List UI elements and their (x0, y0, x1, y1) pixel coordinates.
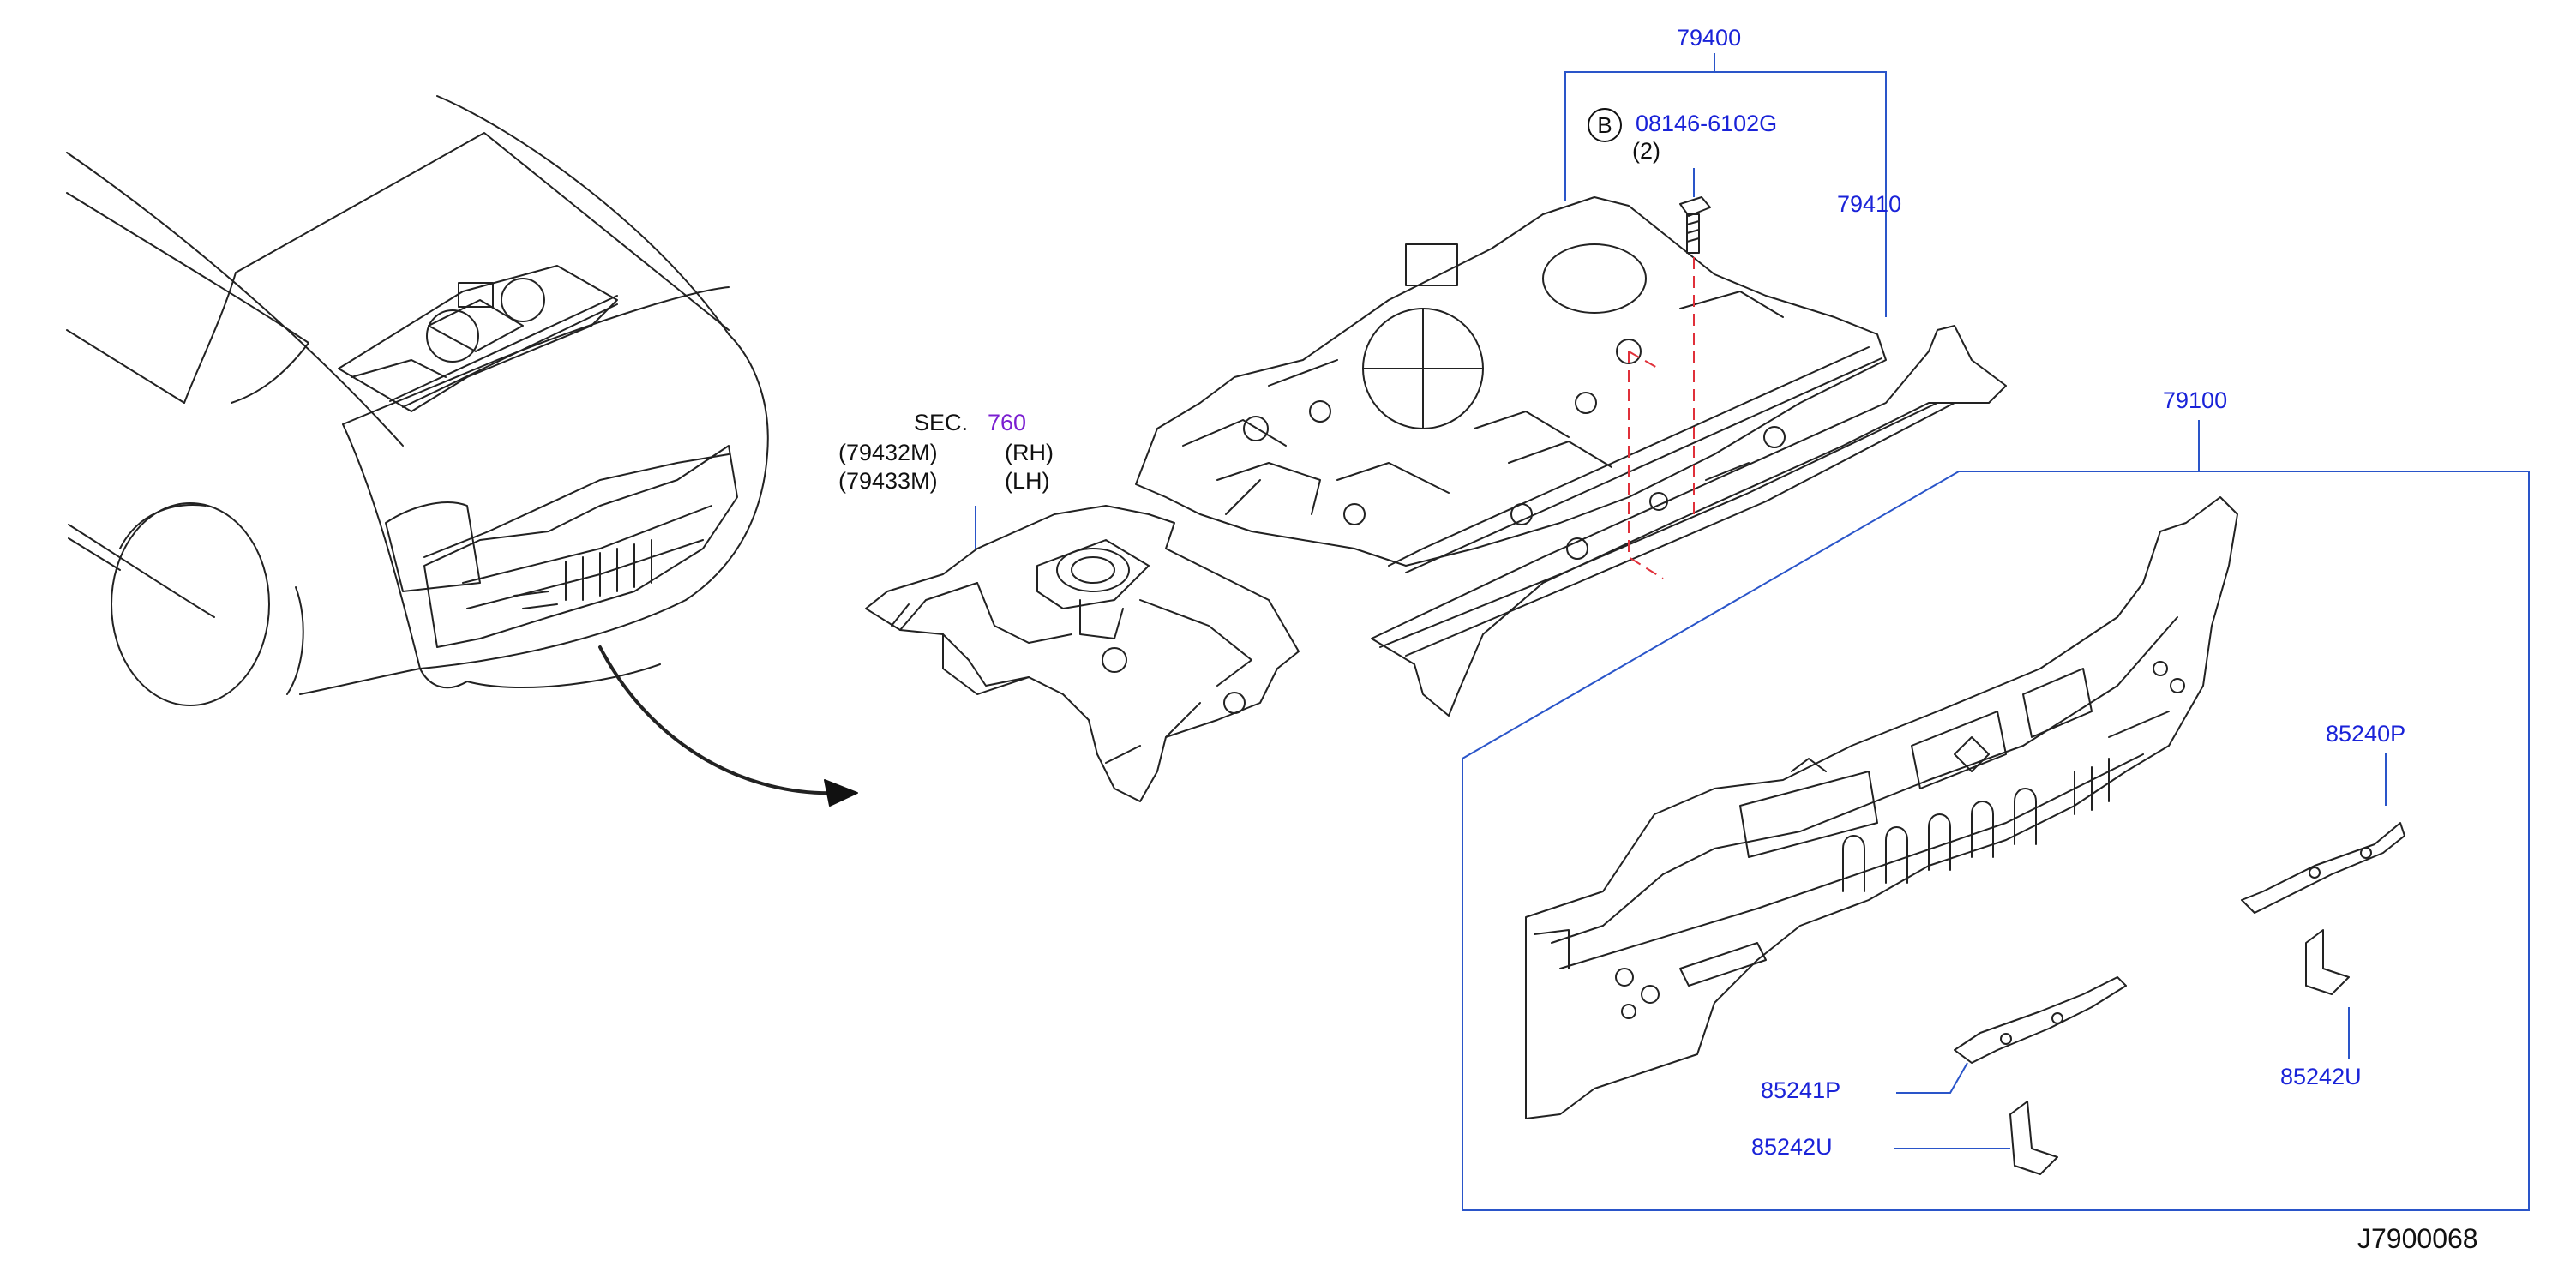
car-rear-illustration (66, 95, 842, 795)
leader-lines (975, 53, 2530, 1211)
rear-panel-part (1525, 496, 2238, 1119)
bolt-icon (1679, 196, 1711, 254)
sub-part-lh-number: (79433M) (838, 468, 938, 494)
bolt-marker-circle: B (1588, 108, 1622, 142)
sub-part-rh-side: (RH) (1005, 440, 1054, 465)
part-label-85240P[interactable]: 85240P (2326, 721, 2406, 747)
bracket-85242U-left (2009, 1101, 2058, 1175)
part-label-79410[interactable]: 79410 (1837, 191, 1902, 217)
diagram-code: J7900068 (2357, 1223, 2478, 1254)
sub-part-lh-side: (LH) (1005, 468, 1050, 494)
rear-panel-upper-part (1371, 325, 2007, 717)
bolt-part-label[interactable]: 08146-6102G (1636, 111, 1778, 136)
section-prefix: SEC. (914, 410, 969, 435)
section-link-760[interactable]: 760 (988, 410, 1027, 435)
bracket-85241P (1954, 976, 2127, 1064)
alignment-line (1628, 257, 1695, 579)
bracket-85242U-right (2305, 929, 2350, 995)
part-label-85242U-right[interactable]: 85242U (2280, 1064, 2362, 1089)
part-label-85241P[interactable]: 85241P (1761, 1077, 1841, 1103)
bracket-85240P (2241, 822, 2405, 914)
part-label-85242U-left[interactable]: 85242U (1751, 1134, 1833, 1160)
part-label-79100[interactable]: 79100 (2163, 387, 2228, 413)
sub-part-rh-number: (79432M) (838, 440, 938, 465)
part-label-79400[interactable]: 79400 (1677, 25, 1742, 51)
bolt-quantity: (2) (1632, 138, 1660, 164)
direction-arrow-head (824, 779, 858, 807)
rear-floor-part (865, 505, 1300, 802)
parcel-shelf-part (1135, 196, 1887, 573)
